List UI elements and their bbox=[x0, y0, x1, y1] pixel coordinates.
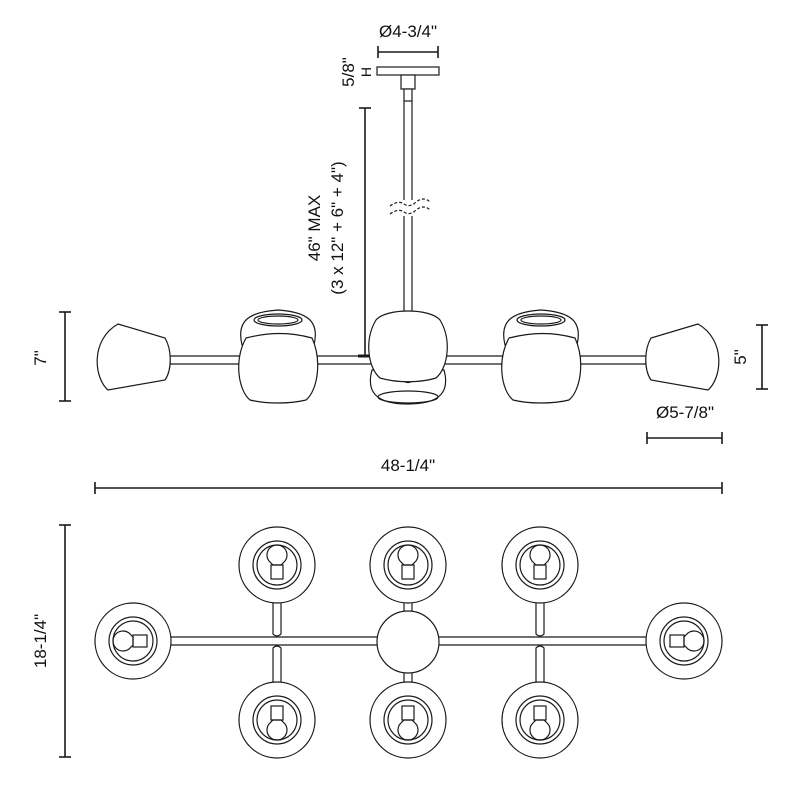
plan-globe bbox=[501, 526, 579, 604]
bulb-icon bbox=[112, 630, 148, 652]
globe-rim bbox=[252, 540, 302, 590]
center-hub bbox=[376, 610, 440, 674]
overall-depth-dimension: 18-1/4" bbox=[31, 524, 71, 758]
canopy-neck bbox=[400, 74, 416, 90]
shade-height-left-dimension: 7" bbox=[31, 311, 71, 402]
bulb-glass bbox=[683, 630, 705, 652]
plan-globe bbox=[645, 602, 723, 680]
bulb-glass bbox=[266, 544, 288, 566]
bulb-glass bbox=[397, 719, 419, 741]
globe-rim bbox=[383, 695, 433, 745]
globe-front-left bbox=[238, 332, 319, 404]
bulb-glass bbox=[266, 719, 288, 741]
bulb-icon bbox=[669, 630, 705, 652]
bulb-icon bbox=[266, 544, 288, 580]
globe-front-right bbox=[501, 332, 582, 404]
shade-height-right-label: 5" bbox=[731, 349, 750, 365]
plan-globe bbox=[238, 526, 316, 604]
bulb-socket bbox=[533, 564, 547, 580]
plan-globe bbox=[369, 526, 447, 604]
shade-height-right-dimension: 5" bbox=[731, 324, 768, 390]
bulb-glass bbox=[529, 544, 551, 566]
globe-rim bbox=[515, 540, 565, 590]
globe-rim bbox=[383, 540, 433, 590]
overall-depth-label: 18-1/4" bbox=[31, 614, 50, 668]
bulb-glass bbox=[529, 719, 551, 741]
stem-break-symbol bbox=[389, 198, 431, 207]
overall-height-label: 46" MAX bbox=[305, 195, 324, 262]
top-plan-view: 18-1/4" bbox=[31, 524, 723, 759]
shade-diameter-label: Ø5-7/8" bbox=[656, 403, 714, 422]
canopy-height-label: 5/8" bbox=[339, 57, 358, 87]
overall-width-dimension: 48-1/4" bbox=[94, 456, 723, 494]
stem-breakdown-label: (3 x 12" + 6" + 4") bbox=[328, 161, 347, 294]
globe-rim bbox=[108, 616, 158, 666]
canopy-height-marker: H bbox=[358, 67, 374, 77]
bulb-icon bbox=[397, 544, 419, 580]
bulb-icon bbox=[529, 544, 551, 580]
bulb-socket bbox=[270, 705, 284, 721]
plan-globe bbox=[238, 681, 316, 759]
globe-rim bbox=[659, 616, 709, 666]
shade-right bbox=[645, 323, 720, 391]
plan-globe bbox=[501, 681, 579, 759]
globe-rim bbox=[252, 695, 302, 745]
globe-center-upper bbox=[368, 310, 448, 383]
plan-globes bbox=[94, 526, 723, 759]
canopy-set-screw bbox=[403, 88, 413, 102]
bulb-socket bbox=[401, 705, 415, 721]
canopy-plate bbox=[376, 66, 440, 76]
plan-globe bbox=[94, 602, 172, 680]
bulb-icon bbox=[397, 705, 419, 741]
bulb-socket bbox=[270, 564, 284, 580]
overall-width-label: 48-1/4" bbox=[381, 456, 435, 475]
canopy-diameter-label: Ø4-3/4" bbox=[379, 22, 437, 41]
bulb-icon bbox=[266, 705, 288, 741]
plan-cross-arms bbox=[272, 600, 545, 684]
stem-break-symbol bbox=[389, 206, 431, 215]
bulb-socket bbox=[669, 634, 685, 648]
shade-diameter-dimension: Ø5-7/8" bbox=[646, 403, 723, 444]
bulb-glass bbox=[397, 544, 419, 566]
overall-height-dimension: 46" MAX (3 x 12" + 6" + 4") bbox=[305, 107, 372, 358]
canopy-height-dimension: 5/8" H bbox=[339, 57, 374, 87]
canopy-diameter-dimension: Ø4-3/4" bbox=[377, 22, 439, 58]
bulb-socket bbox=[533, 705, 547, 721]
shade-left bbox=[96, 323, 171, 391]
bulb-socket bbox=[132, 634, 148, 648]
shade-height-left-label: 7" bbox=[31, 350, 50, 366]
side-elevation-view: Ø4-3/4" 5/8" H 46" MAX (3 x 12" + 6" + 4… bbox=[31, 22, 768, 444]
globe-rim bbox=[515, 695, 565, 745]
stem bbox=[389, 101, 431, 312]
bulb-socket bbox=[401, 564, 415, 580]
plan-globe bbox=[369, 681, 447, 759]
bulb-glass bbox=[112, 630, 134, 652]
bulb-icon bbox=[529, 705, 551, 741]
